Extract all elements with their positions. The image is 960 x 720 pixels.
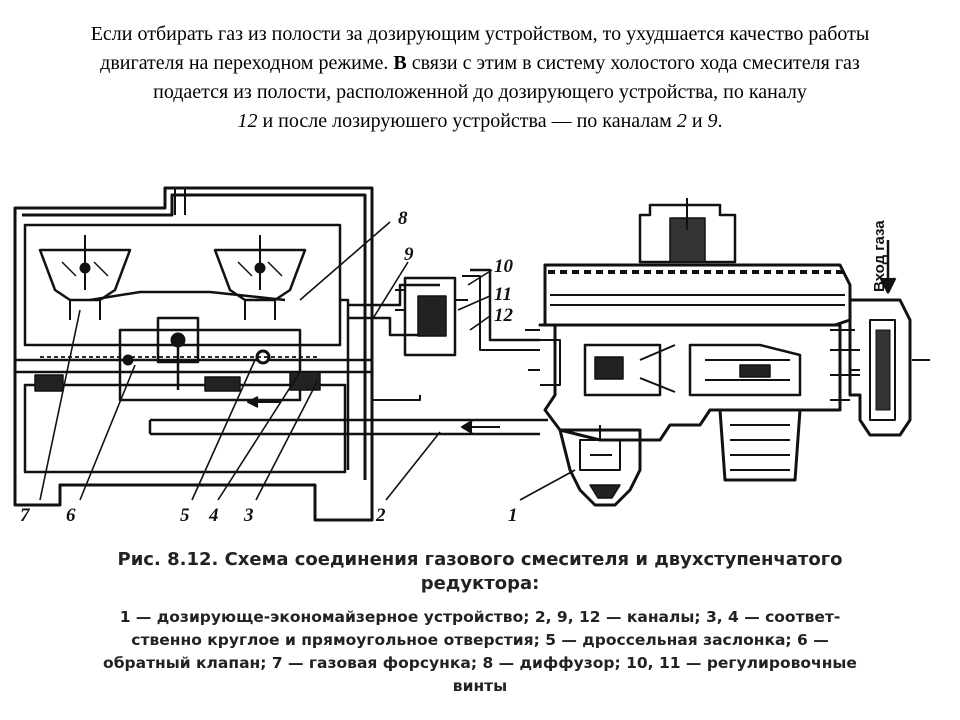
label-3: 3 [243,505,254,526]
flow-arrows [247,396,500,434]
intro-line-3: подается из полости, расположенной до до… [153,81,807,103]
legend-line-2: ственно круглое и прямоугольное отверсти… [131,631,829,649]
adjusting-screws [395,276,468,357]
diffuser-left [38,235,132,320]
leader-lines [39,221,576,501]
intro-channel-12: 12 [237,110,258,132]
label-5: 5 [180,505,190,526]
intro-line-2-start: двигателя на переходном режиме. [100,52,394,74]
label-8: 8 [398,208,408,229]
label-10: 10 [494,256,514,277]
label-4: 4 [208,505,219,526]
label-6: 6 [66,505,76,526]
reducer-body [525,198,860,442]
label-9: 9 [404,244,414,265]
label-7: 7 [20,505,31,526]
mixer-body [13,186,374,522]
gas-inlet-label: Вход газа [871,220,888,292]
diffuser-right [213,235,307,320]
intro-channel-9: 9 [707,110,718,132]
intro-line-4-and: и [686,110,708,132]
spring-housing [718,408,802,482]
legend-line-3: обратный клапан; 7 — газовая форсунка; 8… [103,654,857,672]
intro-line-4: 12 и после лозируюшего устройства — по к… [0,107,960,136]
label-11: 11 [494,284,512,305]
dosing-device [558,425,642,507]
intro-channel-2: 2 [676,110,687,132]
legend-line-1: 1 — дозирующе-экономайзерное устройство;… [119,608,841,626]
caption-line-1: Рис. 8.12. Схема соединения газового сме… [117,549,843,570]
figure-legend: 1 — дозирующе-экономайзерное устройство;… [20,606,940,698]
intro-line-2-end: связи с этим в систему холостого хода см… [406,52,860,74]
throttle-block [40,290,320,402]
intro-line-2: двигателя на переходном режиме. В связи … [0,49,960,78]
legend-line-4: винты [452,677,508,695]
label-12: 12 [494,305,514,326]
intro-line-1: Если отбирать газ из полости за дозирующ… [90,23,870,45]
intro-line-2-bold: В [393,52,407,74]
gas-channels [148,268,548,470]
figure-caption: Рис. 8.12. Схема соединения газового сме… [20,548,940,596]
mixer-reducer-scheme: 8 9 10 11 12 7 6 5 4 3 2 1 Вход газа [13,186,930,526]
intro-text: Если отбирать газ из полости за дозирующ… [0,20,960,136]
intro-line-4-mid: и после лозируюшего устройства — по кана… [257,110,677,132]
label-2: 2 [375,505,386,526]
gas-inlet-fitting [848,240,930,437]
label-1: 1 [508,505,518,526]
intro-line-4-end: . [717,110,723,132]
caption-line-2: редуктора: [420,573,540,594]
